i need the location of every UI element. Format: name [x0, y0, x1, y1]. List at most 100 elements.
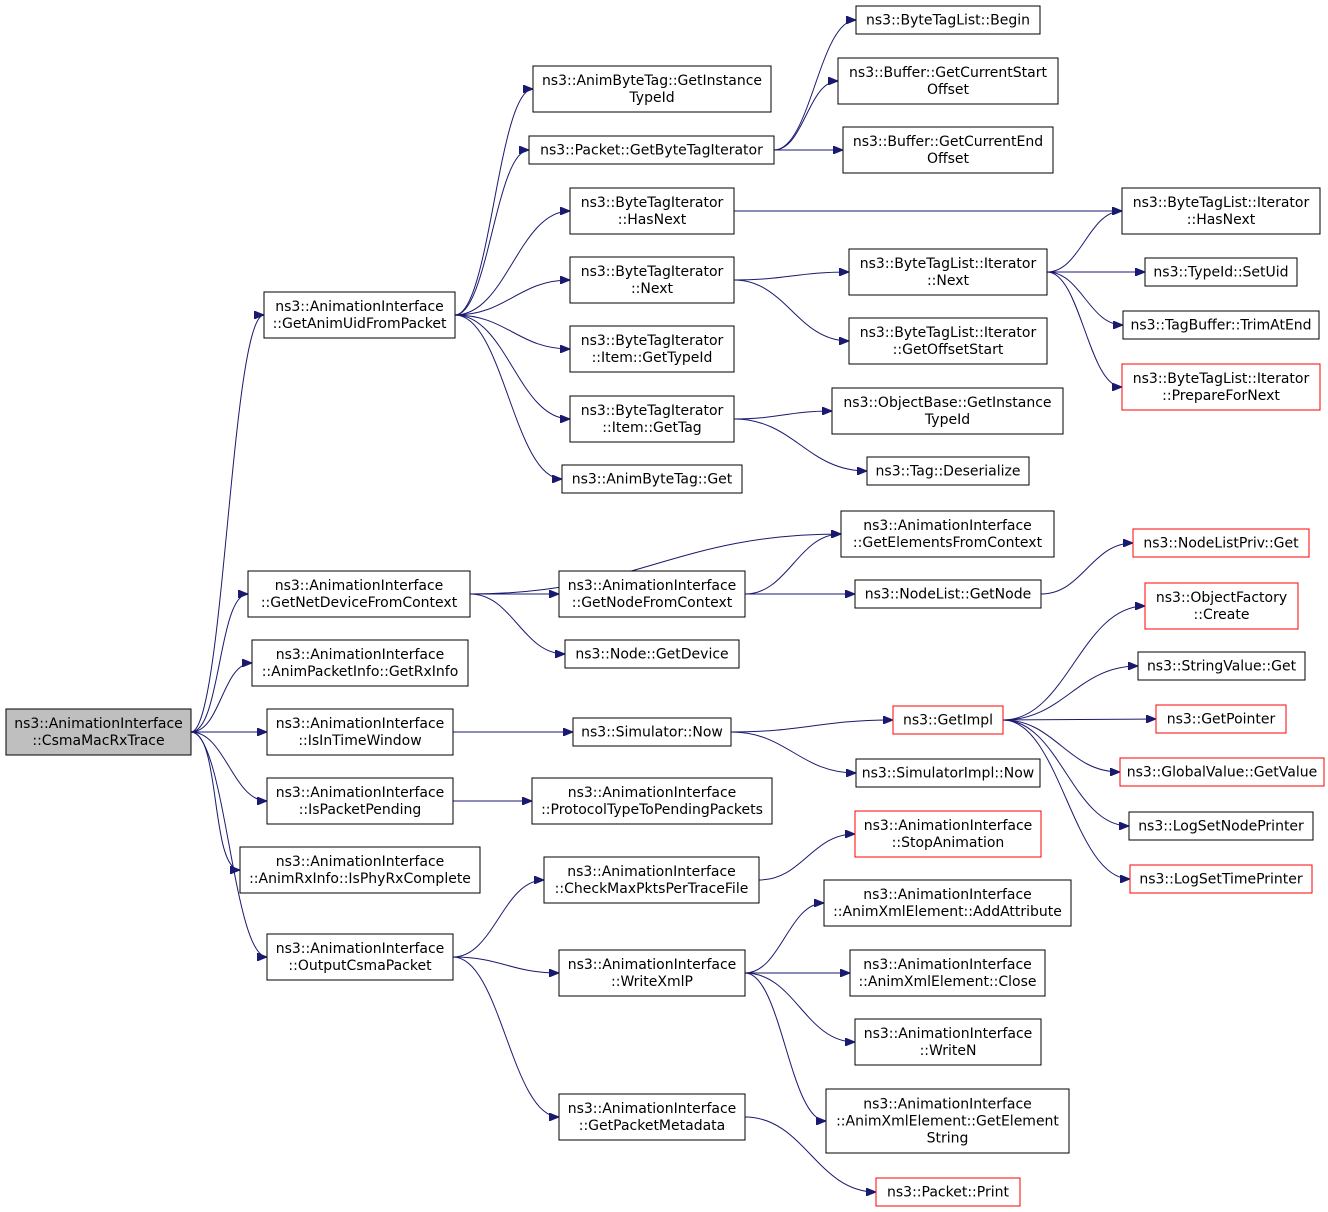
node-animationinterface-getnetdevicefromcontext[interactable]: ns3::AnimationInterface::GetNetDeviceFro… [247, 570, 471, 618]
node-tagbuffer-trimatend[interactable]: ns3::TagBuffer::TrimAtEnd [1122, 310, 1320, 340]
node-animationinterface-animxmlelement-getelementstring[interactable]: ns3::AnimationInterface::AnimXmlElement:… [825, 1088, 1070, 1154]
node-label-line: ::OutputCsmaPacket [288, 958, 432, 974]
node-bytetaglist-iterator-next[interactable]: ns3::ByteTagList::Iterator::Next [848, 248, 1048, 296]
node-simulatorimpl-now[interactable]: ns3::SimulatorImpl::Now [855, 758, 1041, 788]
node-node-getdevice[interactable]: ns3::Node::GetDevice [564, 639, 740, 669]
node-label-line: ::AnimXmlElement::AddAttribute [833, 904, 1062, 920]
node-typeid-setuid[interactable]: ns3::TypeId::SetUid [1144, 257, 1298, 287]
node-getimpl[interactable]: ns3::GetImpl [892, 705, 1004, 735]
node-box [854, 1018, 1042, 1066]
node-label-line: ns3::Packet::Print [887, 1185, 1009, 1201]
node-label-line: ::ProtocolTypeToPendingPackets [541, 802, 763, 818]
node-packet-print[interactable]: ns3::Packet::Print [875, 1177, 1021, 1207]
node-label-line: ns3::GetPointer [1167, 712, 1276, 728]
node-bytetaglist-iterator-getoffsetstart[interactable]: ns3::ByteTagList::Iterator::GetOffsetSta… [848, 317, 1048, 365]
edge-animationinterface-writexmlp-to-animationinterface-animxmlelement-getelementstring [744, 972, 827, 1121]
node-box [825, 1088, 1070, 1154]
node-animationinterface-csmamacrxtrace[interactable]: ns3::AnimationInterface::CsmaMacRxTrace [5, 708, 192, 756]
node-animationinterface-getnodefromcontext[interactable]: ns3::AnimationInterface::GetNodeFromCont… [558, 570, 746, 618]
edge-animationinterface-getanimuidfrompacket-to-animbytetag-get [454, 314, 562, 479]
node-label-line: ns3::AnimationInterface [568, 957, 737, 973]
node-bytetaglist-begin[interactable]: ns3::ByteTagList::Begin [855, 5, 1041, 35]
node-simulator-now[interactable]: ns3::Simulator::Now [572, 717, 732, 747]
node-animationinterface-ispacketpending[interactable]: ns3::AnimationInterface::IsPacketPending [266, 777, 454, 825]
node-stringvalue-get[interactable]: ns3::StringValue::Get [1137, 651, 1306, 681]
edge-getimpl-to-logsettimeprinter [1002, 719, 1130, 879]
node-box [1144, 582, 1299, 630]
node-label-line: ns3::Buffer::GetCurrentStart [849, 65, 1047, 81]
node-box [266, 708, 454, 756]
node-animbytetag-get[interactable]: ns3::AnimByteTag::Get [561, 464, 743, 494]
node-bytetagiterator-hasnext[interactable]: ns3::ByteTagIterator::HasNext [569, 187, 735, 235]
node-label-line: TypeId [924, 412, 970, 428]
node-animationinterface-outputcsmapacket[interactable]: ns3::AnimationInterface::OutputCsmaPacke… [266, 933, 454, 981]
node-animationinterface-isintimewindow[interactable]: ns3::AnimationInterface::IsInTimeWindow [266, 708, 454, 756]
node-label-line: ::WriteN [920, 1043, 977, 1059]
node-label-line: ns3::AnimationInterface [276, 716, 445, 732]
node-label-line: ns3::AnimationInterface [567, 864, 736, 880]
node-bytetagiterator-item-gettag[interactable]: ns3::ByteTagIterator::Item::GetTag [569, 395, 735, 443]
node-bytetaglist-iterator-hasnext[interactable]: ns3::ByteTagList::Iterator::HasNext [1121, 187, 1321, 235]
edge-animationinterface-csmamacrxtrace-to-animationinterface-animpacketinfo-getrxinfo [190, 663, 252, 733]
node-label-line: ns3::AnimationInterface [276, 854, 445, 870]
node-bytetagiterator-next[interactable]: ns3::ByteTagIterator::Next [569, 256, 735, 304]
node-label-line: ::GetNetDeviceFromContext [261, 595, 458, 611]
node-packet-getbytetagiterator[interactable]: ns3::Packet::GetByteTagIterator [528, 135, 775, 165]
node-box [569, 325, 735, 373]
node-box [561, 464, 743, 494]
node-label-line: ns3::AnimationInterface [864, 818, 1033, 834]
node-label-line: ns3::AnimationInterface [863, 887, 1032, 903]
node-animationinterface-protocoltypetopendingpackets[interactable]: ns3::AnimationInterface::ProtocolTypeToP… [531, 777, 773, 825]
node-box [531, 777, 773, 825]
node-animationinterface-animxmlelement-close[interactable]: ns3::AnimationInterface::AnimXmlElement:… [849, 949, 1046, 997]
edge-nodelist-getnode-to-nodelistpriv-get [1040, 543, 1133, 595]
node-box [837, 57, 1059, 105]
node-animationinterface-stopanimation[interactable]: ns3::AnimationInterface::StopAnimation [854, 810, 1042, 858]
node-animationinterface-writexmlp[interactable]: ns3::AnimationInterface::WriteXmlP [558, 949, 746, 997]
node-tag-deserialize[interactable]: ns3::Tag::Deserialize [866, 456, 1030, 486]
node-objectfactory-create[interactable]: ns3::ObjectFactory::Create [1144, 582, 1299, 630]
node-logsettimeprinter[interactable]: ns3::LogSetTimePrinter [1129, 864, 1313, 894]
node-box [1121, 187, 1321, 235]
node-box [866, 456, 1030, 486]
node-label-line: ns3::ByteTagIterator [581, 333, 724, 349]
node-bytetaglist-iterator-preparefornext[interactable]: ns3::ByteTagList::Iterator::PrepareForNe… [1121, 363, 1321, 411]
node-box [831, 387, 1064, 435]
node-bytetagiterator-item-gettypeid[interactable]: ns3::ByteTagIterator::Item::GetTypeId [569, 325, 735, 373]
node-animationinterface-checkmaxpktspertracefile[interactable]: ns3::AnimationInterface::CheckMaxPktsPer… [543, 856, 760, 904]
node-box [855, 758, 1041, 788]
node-animationinterface-getanimuidfrompacket[interactable]: ns3::AnimationInterface::GetAnimUidFromP… [263, 291, 456, 339]
edge-animationinterface-csmamacrxtrace-to-animationinterface-getnetdevicefromcontext [190, 594, 249, 733]
node-globalvalue-getvalue[interactable]: ns3::GlobalValue::GetValue [1119, 757, 1325, 787]
edge-packet-getbytetagiterator-to-buffer-getcurrentstartoffset [773, 81, 838, 151]
edge-bytetaglist-iterator-next-to-tagbuffer-trimatend [1046, 271, 1123, 325]
node-label-line: ns3::GetImpl [903, 713, 993, 729]
node-getpointer[interactable]: ns3::GetPointer [1155, 704, 1287, 734]
edge-animationinterface-outputcsmapacket-to-animationinterface-writexmlp [452, 956, 559, 973]
node-logsetnodeprinter[interactable]: ns3::LogSetNodePrinter [1128, 811, 1314, 841]
node-label-line: ns3::StringValue::Get [1147, 659, 1297, 675]
node-animationinterface-getelementsfromcontext[interactable]: ns3::AnimationInterface::GetElementsFrom… [840, 510, 1055, 558]
node-label-line: ns3::AnimByteTag::GetInstance [542, 73, 762, 89]
node-box [266, 933, 454, 981]
node-box [854, 810, 1042, 858]
edge-bytetagiterator-item-gettag-to-tag-deserialize [733, 418, 867, 471]
node-label-line: ::IsInTimeWindow [298, 733, 421, 749]
edge-animationinterface-getnetdevicefromcontext-to-node-getdevice [469, 593, 565, 654]
node-animationinterface-animxmlelement-addattribute[interactable]: ns3::AnimationInterface::AnimXmlElement:… [823, 879, 1072, 927]
node-animationinterface-getpacketmetadata[interactable]: ns3::AnimationInterface::GetPacketMetada… [558, 1093, 746, 1141]
node-label-line: ::Next [927, 273, 970, 289]
node-animationinterface-animpacketinfo-getrxinfo[interactable]: ns3::AnimationInterface::AnimPacketInfo:… [251, 639, 469, 687]
node-nodelistpriv-get[interactable]: ns3::NodeListPriv::Get [1132, 528, 1310, 558]
node-animationinterface-animrxinfo-isphyrxcomplete[interactable]: ns3::AnimationInterface::AnimRxInfo::IsP… [239, 846, 481, 894]
node-animationinterface-writen[interactable]: ns3::AnimationInterface::WriteN [854, 1018, 1042, 1066]
node-nodelist-getnode[interactable]: ns3::NodeList::GetNode [854, 579, 1042, 609]
edge-animationinterface-writexmlp-to-animationinterface-animxmlelement-addattribute [744, 903, 824, 974]
node-label-line: ::GetPacketMetadata [579, 1118, 725, 1134]
edge-bytetagiterator-item-gettag-to-objectbase-getinstancetypeid [733, 411, 832, 420]
edge-animationinterface-getanimuidfrompacket-to-packet-getbytetagiterator [454, 150, 530, 316]
